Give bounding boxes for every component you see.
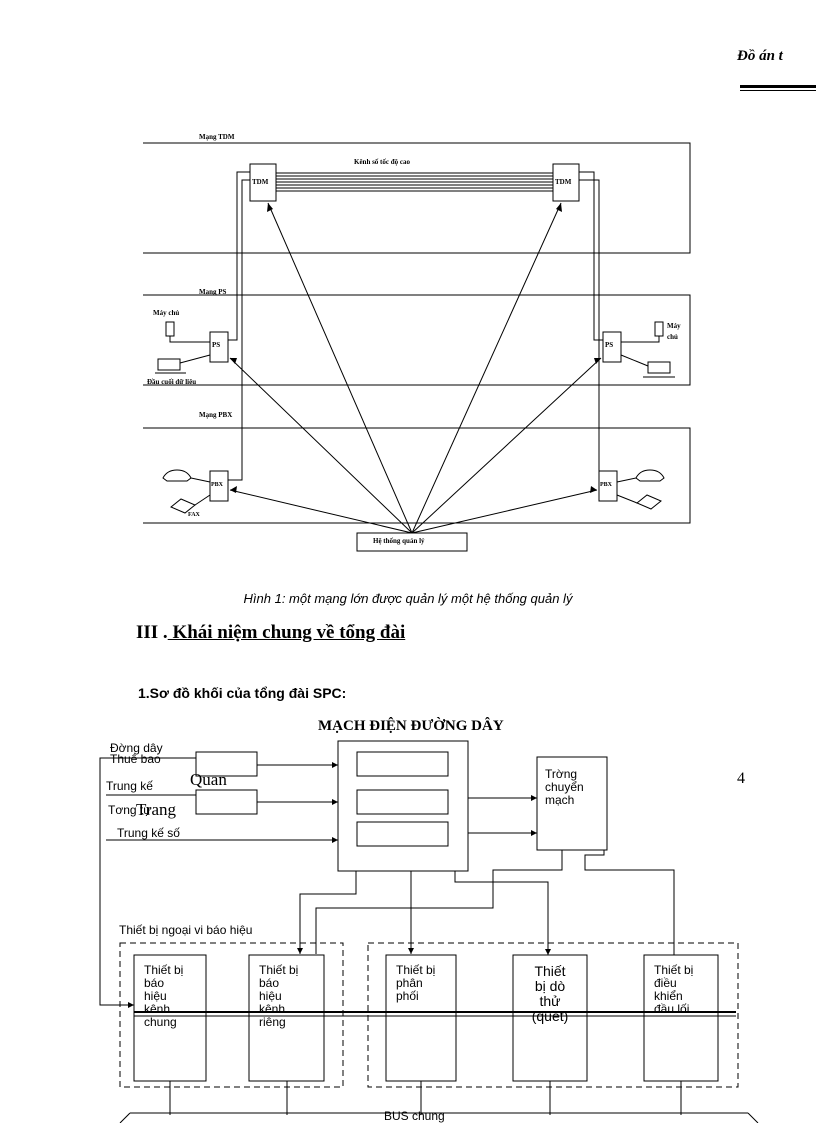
- scanner-line-1: Thiết: [534, 963, 566, 979]
- fax-right-icon: [636, 494, 662, 510]
- phone-right-icon: [635, 469, 665, 482]
- management-system-label: Hệ thống quản lý: [373, 537, 425, 545]
- driver-line-2: điều: [654, 976, 677, 990]
- host-right-label-2: chủ: [667, 333, 678, 341]
- driver-line-4: đầu lối: [654, 1002, 690, 1016]
- distribution-line-1: Thiết bị: [396, 963, 436, 977]
- tdm-left-box: [249, 163, 277, 202]
- signaling-peripherals-group: [119, 942, 344, 1088]
- data-terminal-left-icon: [157, 358, 181, 371]
- subscriber-line-label-1: Đờng dây: [110, 741, 163, 755]
- line-circuit-box-1: [195, 751, 258, 777]
- digital-trunk-label: Trung kế số: [117, 826, 180, 840]
- analog-trunk-label-1: Trung kế: [106, 779, 153, 793]
- ps-right-box: [602, 331, 622, 363]
- common-channel-line-5: chung: [144, 1015, 177, 1029]
- analog-trunk-label-2: Tơng tự: [108, 803, 152, 817]
- host-right-label-1: Máy: [667, 322, 681, 330]
- phone-left-icon: [162, 469, 192, 482]
- high-speed-channel-label: Kênh số tốc độ cao: [354, 158, 410, 166]
- line-circuit-inner-2: [356, 789, 449, 815]
- ps-network-frame: [143, 294, 691, 386]
- channel-associated-line-5: riêng: [259, 1015, 286, 1029]
- fax-label: FAX: [188, 512, 200, 518]
- common-channel-line-4: kênh: [144, 1002, 171, 1016]
- common-channel-line-2: báo: [144, 976, 165, 990]
- section-number: III .: [136, 622, 168, 643]
- ps-network-label: Mạng PS: [199, 288, 227, 296]
- scanner-label: Thiết bị dò thử (quét): [513, 964, 587, 1024]
- pbx-right-box: [598, 470, 618, 502]
- channel-associated-line-2: báo: [259, 976, 280, 990]
- document-header-title: Đồ án t: [737, 48, 783, 64]
- header-rule-thin: [740, 90, 816, 91]
- common-bus-label: BUS chung: [384, 1109, 445, 1123]
- figure1-caption: Hình 1: một mạng lớn được quản lý một hệ…: [243, 591, 573, 606]
- tdm-network-label: Mạng TDM: [199, 133, 235, 141]
- host-left-label: Máy chủ: [153, 309, 180, 317]
- peripherals-group: [367, 942, 739, 1088]
- line-circuit-block: [337, 740, 469, 872]
- subsection-heading: 1.Sơ đồ khối của tổng đài SPC:: [138, 685, 347, 701]
- channel-associated-line-4: kênh: [259, 1002, 286, 1016]
- data-terminal-label: Đầu cuối dữ liệu: [147, 378, 197, 386]
- switching-field-line-2: chuyển: [545, 780, 584, 794]
- channel-associated-line-1: Thiết bị: [259, 963, 299, 977]
- common-channel-line-1: Thiết bị: [144, 963, 184, 977]
- switching-field-box: [536, 756, 608, 851]
- common-channel-signaling-box: [133, 954, 207, 1082]
- pbx-right-label: PBX: [600, 482, 612, 488]
- common-channel-line-3: hiệu: [144, 989, 167, 1003]
- switching-field-line-3: mạch: [545, 793, 575, 807]
- channel-associated-signaling-box: [248, 954, 325, 1082]
- line-circuit-box-2: [195, 789, 258, 815]
- distribution-label: Thiết bị phân phối: [396, 964, 435, 1003]
- distribution-box: [385, 954, 457, 1082]
- section-title: Khái niệm chung về tổng đài: [167, 622, 406, 643]
- switching-field-line-1: Trờng: [545, 767, 578, 781]
- scanner-line-4: (quét): [531, 1008, 569, 1024]
- ps-right-label: PS: [605, 341, 614, 349]
- figure2-title: MẠCH ĐIỆN ĐƯỜNG DÂY: [318, 718, 504, 734]
- pbx-left-label: PBX: [211, 482, 223, 488]
- tdm-right-label: TDM: [555, 178, 572, 186]
- common-channel-signaling-label: Thiết bị báo hiệu kênh chung: [144, 964, 183, 1029]
- driver-label: Thiết bị điều khiển đầu lối: [654, 964, 693, 1016]
- subscriber-line-label-2: Thuê bao: [110, 752, 161, 766]
- footer-page-fragment: Trang: [136, 800, 176, 819]
- channel-associated-line-3: hiệu: [259, 989, 282, 1003]
- header-rule: [740, 85, 816, 88]
- driver-line-1: Thiết bị: [654, 963, 694, 977]
- pbx-left-box: [209, 470, 229, 502]
- pbx-network-label: Mạng PBX: [199, 411, 233, 419]
- ps-left-box: [209, 331, 229, 363]
- driver-line-3: khiển: [654, 989, 683, 1003]
- scanner-box: [512, 954, 588, 1082]
- distribution-line-3: phối: [396, 989, 419, 1003]
- scanner-line-3: thử: [539, 993, 561, 1009]
- section-heading: III . Khái niệm chung về tổng đài: [136, 622, 405, 644]
- page-number: 4: [737, 770, 745, 787]
- driver-box: [643, 954, 719, 1082]
- channel-associated-signaling-label: Thiết bị báo hiệu kênh riêng: [259, 964, 298, 1029]
- tdm-left-label: TDM: [252, 178, 269, 186]
- switching-field-label: Trờng chuyển mạch: [545, 768, 584, 807]
- data-terminal-right-icon: [647, 361, 671, 374]
- distribution-line-2: phân: [396, 976, 423, 990]
- signaling-peripherals-label: Thiết bị ngoại vi báo hiệu: [119, 923, 253, 937]
- line-circuit-inner-1: [356, 751, 449, 777]
- ps-left-label: PS: [212, 341, 221, 349]
- line-circuit-inner-3: [356, 821, 449, 847]
- scanner-line-2: bị dò: [534, 978, 566, 994]
- tdm-network-frame: [143, 142, 691, 254]
- footer-author-fragment: Quan: [190, 770, 227, 789]
